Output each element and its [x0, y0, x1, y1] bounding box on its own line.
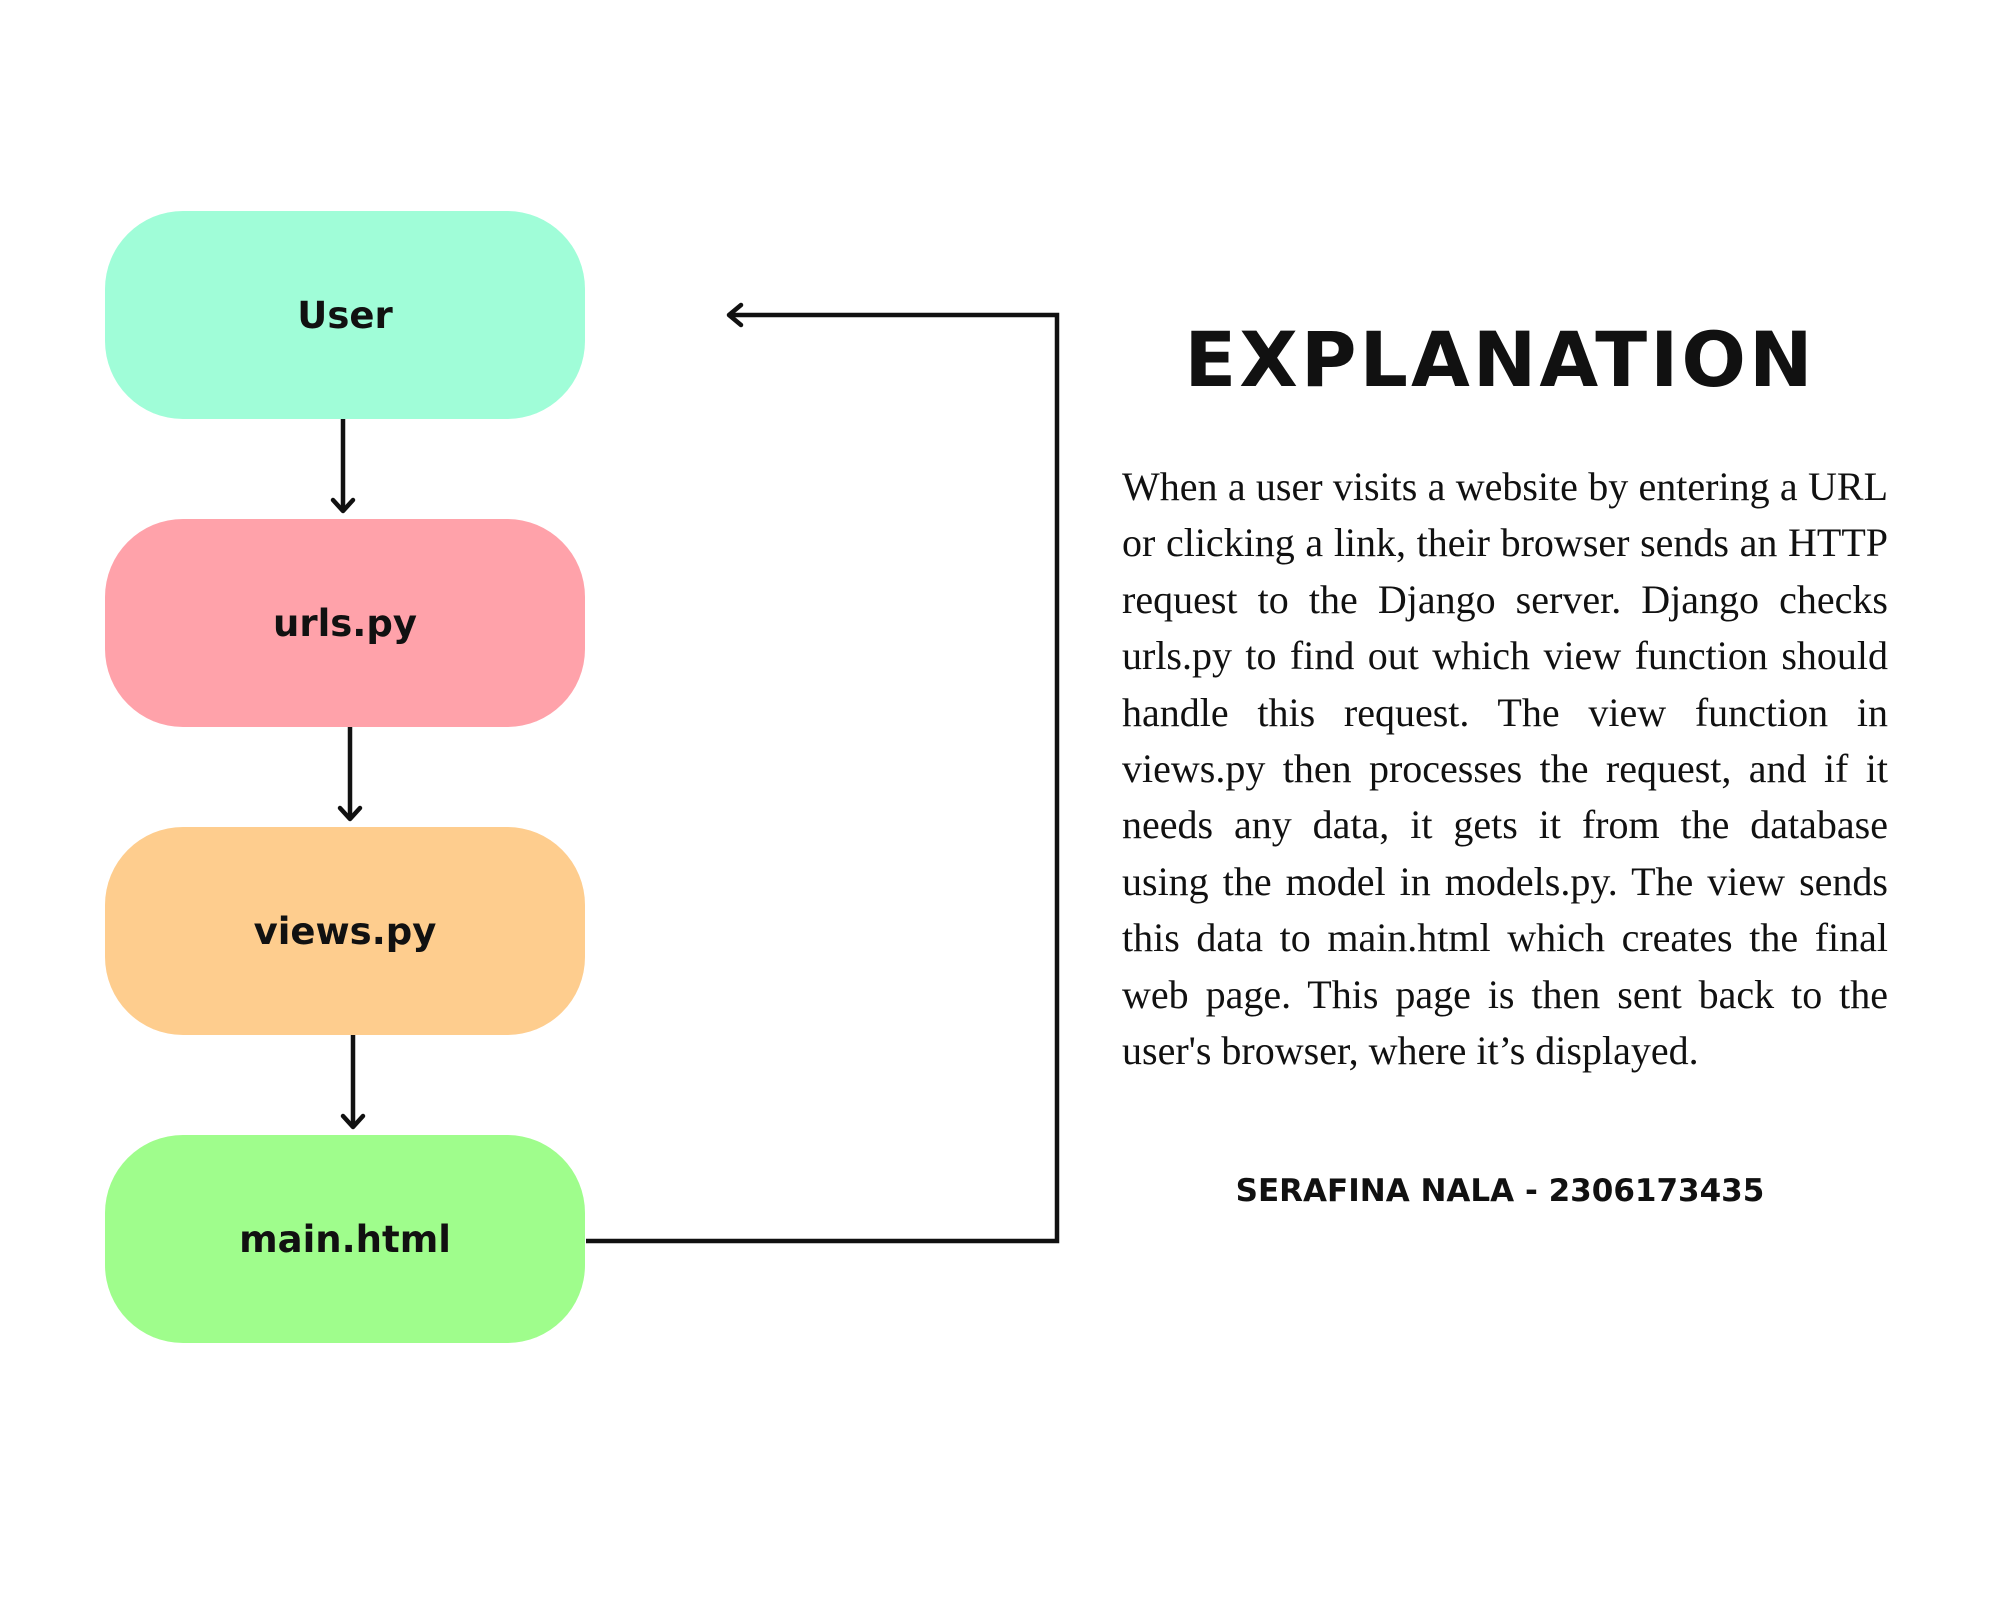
urls-node-label: urls.py: [273, 601, 417, 645]
author-credit: Serafina Nala - 2306173435: [1235, 1173, 1765, 1209]
edge-user-to-urls: [330, 419, 356, 514]
explanation-title: Explanation: [1184, 315, 1816, 404]
views-node-label: views.py: [253, 909, 437, 953]
explanation-body: When a user visits a website by entering…: [1122, 464, 1888, 1074]
views-node: views.py: [105, 827, 585, 1035]
urls-node: urls.py: [105, 519, 585, 727]
edge-main-to-user: [586, 302, 1060, 1244]
main-node: main.html: [105, 1135, 585, 1343]
user-node: User: [105, 211, 585, 419]
main-node-label: main.html: [239, 1217, 451, 1261]
user-node-label: User: [297, 293, 393, 337]
edge-urls-to-views: [337, 727, 363, 822]
edge-views-to-main: [340, 1035, 366, 1130]
